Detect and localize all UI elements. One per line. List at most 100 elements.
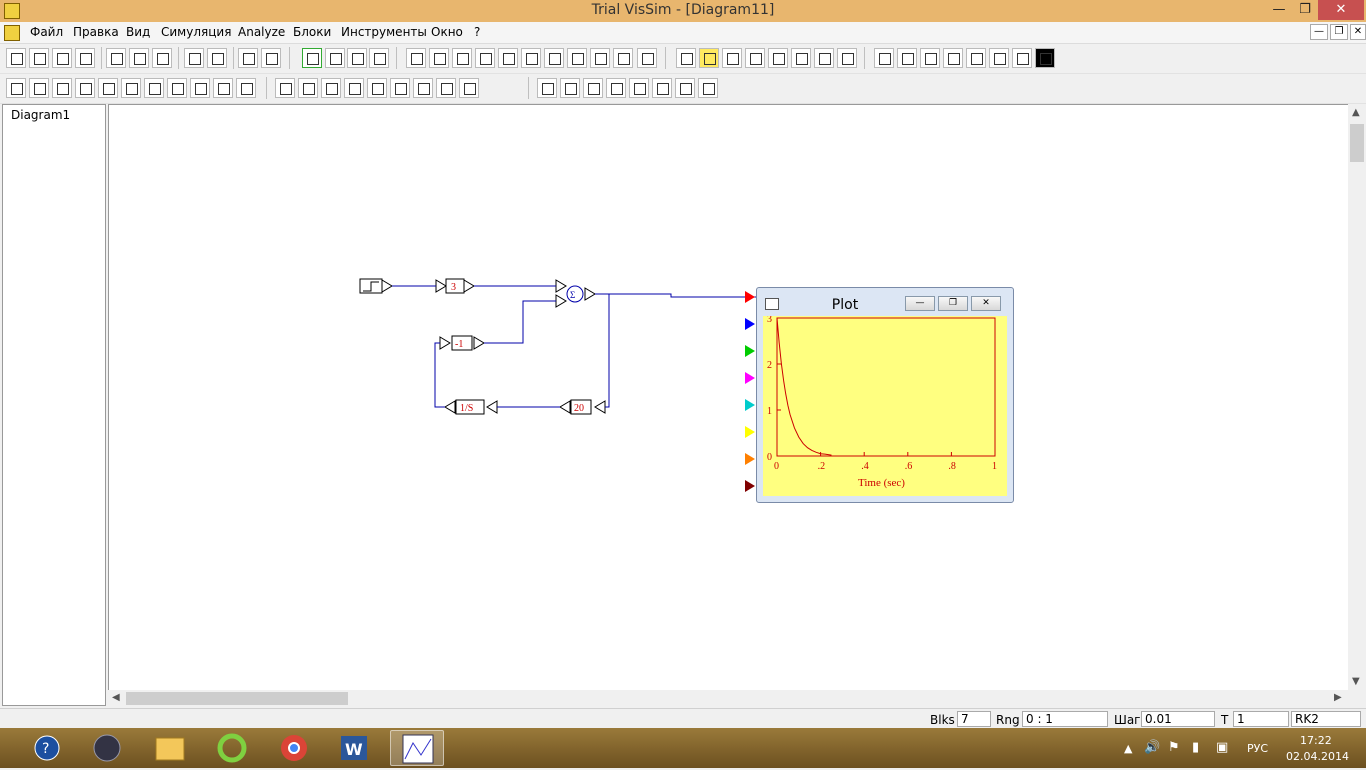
gain-20-block[interactable]	[559, 399, 606, 415]
histogram-icon[interactable]	[768, 48, 788, 68]
menu-analyze[interactable]: Analyze	[238, 25, 286, 39]
power-block-icon[interactable]	[190, 78, 210, 98]
compare-block-icon[interactable]	[275, 78, 295, 98]
file-explorer-icon[interactable]	[143, 730, 197, 766]
reset-integrator-icon[interactable]	[698, 78, 718, 98]
plot-block-icon[interactable]	[699, 48, 719, 68]
menu-simulation[interactable]: Симуляция	[161, 25, 232, 39]
menu-tools[interactable]: Инструменты	[341, 25, 427, 39]
gain-neg1-block[interactable]	[439, 335, 485, 351]
menu-file[interactable]: Файл	[30, 25, 64, 39]
open-file-icon[interactable]	[29, 48, 49, 68]
plot-close-button[interactable]: ✕	[971, 296, 1001, 311]
mult-block-icon[interactable]	[167, 78, 187, 98]
tree-item-diagram1[interactable]: Diagram1	[11, 108, 71, 122]
close-button[interactable]: ✕	[1318, 0, 1364, 20]
integrator-block[interactable]	[444, 399, 498, 415]
xor-block-icon[interactable]	[459, 78, 479, 98]
display-block-icon[interactable]	[676, 48, 696, 68]
gain-3-block[interactable]	[435, 278, 475, 294]
compound-block-icon[interactable]	[897, 48, 917, 68]
vertical-scrollbar[interactable]: ▲ ▼	[1348, 104, 1366, 690]
pulse-train-icon[interactable]	[544, 48, 564, 68]
plot-maximize-button[interactable]: ❐	[938, 296, 968, 311]
integrator-block-icon[interactable]	[560, 78, 580, 98]
green-app-icon[interactable]	[205, 730, 259, 766]
paste-icon[interactable]	[152, 48, 172, 68]
copy-icon[interactable]	[129, 48, 149, 68]
flag-icon[interactable]: ⚑	[1168, 740, 1180, 755]
restore-button[interactable]: ❐	[1299, 2, 1311, 17]
scroll-down-icon[interactable]: ▼	[1352, 676, 1360, 687]
abs-block-icon[interactable]	[6, 78, 26, 98]
reset-simulation-icon[interactable]	[369, 48, 389, 68]
vissim-task-icon[interactable]	[390, 730, 444, 766]
stripchart-icon[interactable]	[791, 48, 811, 68]
run-simulation-icon[interactable]	[302, 48, 322, 68]
plot-minimize-button[interactable]: —	[905, 296, 935, 311]
stop-block-icon[interactable]	[814, 48, 834, 68]
bitmap-block-icon[interactable]	[1012, 48, 1032, 68]
move-down-icon[interactable]	[261, 48, 281, 68]
tray-expand-icon[interactable]: ▲	[1124, 742, 1133, 755]
state-space-icon[interactable]	[583, 78, 603, 98]
limited-integrator-icon[interactable]	[675, 78, 695, 98]
menu-view[interactable]: Вид	[126, 25, 151, 39]
scroll-right-icon[interactable]: ▶	[1334, 692, 1342, 703]
function-block-icon[interactable]	[236, 78, 256, 98]
word-icon[interactable]: W	[328, 730, 382, 766]
step-simulation-icon[interactable]	[347, 48, 367, 68]
derivative-block-icon[interactable]	[629, 78, 649, 98]
document-icon[interactable]	[4, 25, 20, 41]
wirepositioner-icon[interactable]	[989, 48, 1009, 68]
error-block-icon[interactable]	[837, 48, 857, 68]
xy-plot-icon[interactable]	[745, 48, 765, 68]
pulse-block-icon[interactable]	[475, 48, 495, 68]
cross-block-icon[interactable]	[144, 78, 164, 98]
step-block-icon[interactable]	[452, 48, 472, 68]
expression-block-icon[interactable]	[943, 48, 963, 68]
limit-block-icon[interactable]	[52, 78, 72, 98]
less-block-icon[interactable]	[344, 78, 364, 98]
square-wave-icon[interactable]	[567, 48, 587, 68]
menu-blocks[interactable]: Блоки	[293, 25, 332, 39]
doc-minimize-button[interactable]: —	[1310, 24, 1328, 40]
clock-date[interactable]: 02.04.2014	[1286, 750, 1349, 763]
horizontal-scroll-thumb[interactable]	[126, 692, 348, 705]
equal-block-icon[interactable]	[367, 78, 387, 98]
plot-window-icon[interactable]	[765, 298, 779, 310]
minimize-button[interactable]: —	[1272, 2, 1286, 17]
volume-icon[interactable]: 🔊	[1144, 740, 1161, 755]
doc-restore-button[interactable]: ❐	[1330, 24, 1348, 40]
scroll-up-icon[interactable]: ▲	[1352, 107, 1360, 118]
variable-block-icon[interactable]	[966, 48, 986, 68]
switch-block-icon[interactable]	[613, 48, 633, 68]
sine-block-icon[interactable]	[498, 48, 518, 68]
triangle-wave-icon[interactable]	[590, 48, 610, 68]
not-block-icon[interactable]	[436, 78, 456, 98]
clock-time[interactable]: 17:22	[1300, 734, 1332, 747]
move-up-icon[interactable]	[238, 48, 258, 68]
light-block-icon[interactable]	[722, 48, 742, 68]
print-icon[interactable]	[75, 48, 95, 68]
doc-close-button[interactable]: ✕	[1350, 24, 1366, 40]
not-equal-block-icon[interactable]	[390, 78, 410, 98]
menu-edit[interactable]: Правка	[73, 25, 119, 39]
language-indicator[interactable]: РУС	[1247, 742, 1269, 755]
media-app-icon[interactable]	[80, 730, 134, 766]
add-input-icon[interactable]	[184, 48, 204, 68]
const-block-icon[interactable]	[406, 48, 426, 68]
time-block-icon[interactable]	[637, 48, 657, 68]
gain-block-icon[interactable]	[75, 78, 95, 98]
horizontal-scrollbar[interactable]: ◀ ▶	[108, 690, 1348, 707]
summing-block-icon[interactable]	[213, 78, 233, 98]
exp-block-icon[interactable]	[29, 78, 49, 98]
color-block-icon[interactable]	[1035, 48, 1055, 68]
or-block-icon[interactable]	[413, 78, 433, 98]
summing-junction-block[interactable]	[555, 279, 596, 308]
and-block-icon[interactable]	[298, 78, 318, 98]
cut-icon[interactable]	[106, 48, 126, 68]
vissim-app-icon[interactable]	[4, 3, 20, 19]
menu-help[interactable]: ?	[474, 25, 481, 39]
